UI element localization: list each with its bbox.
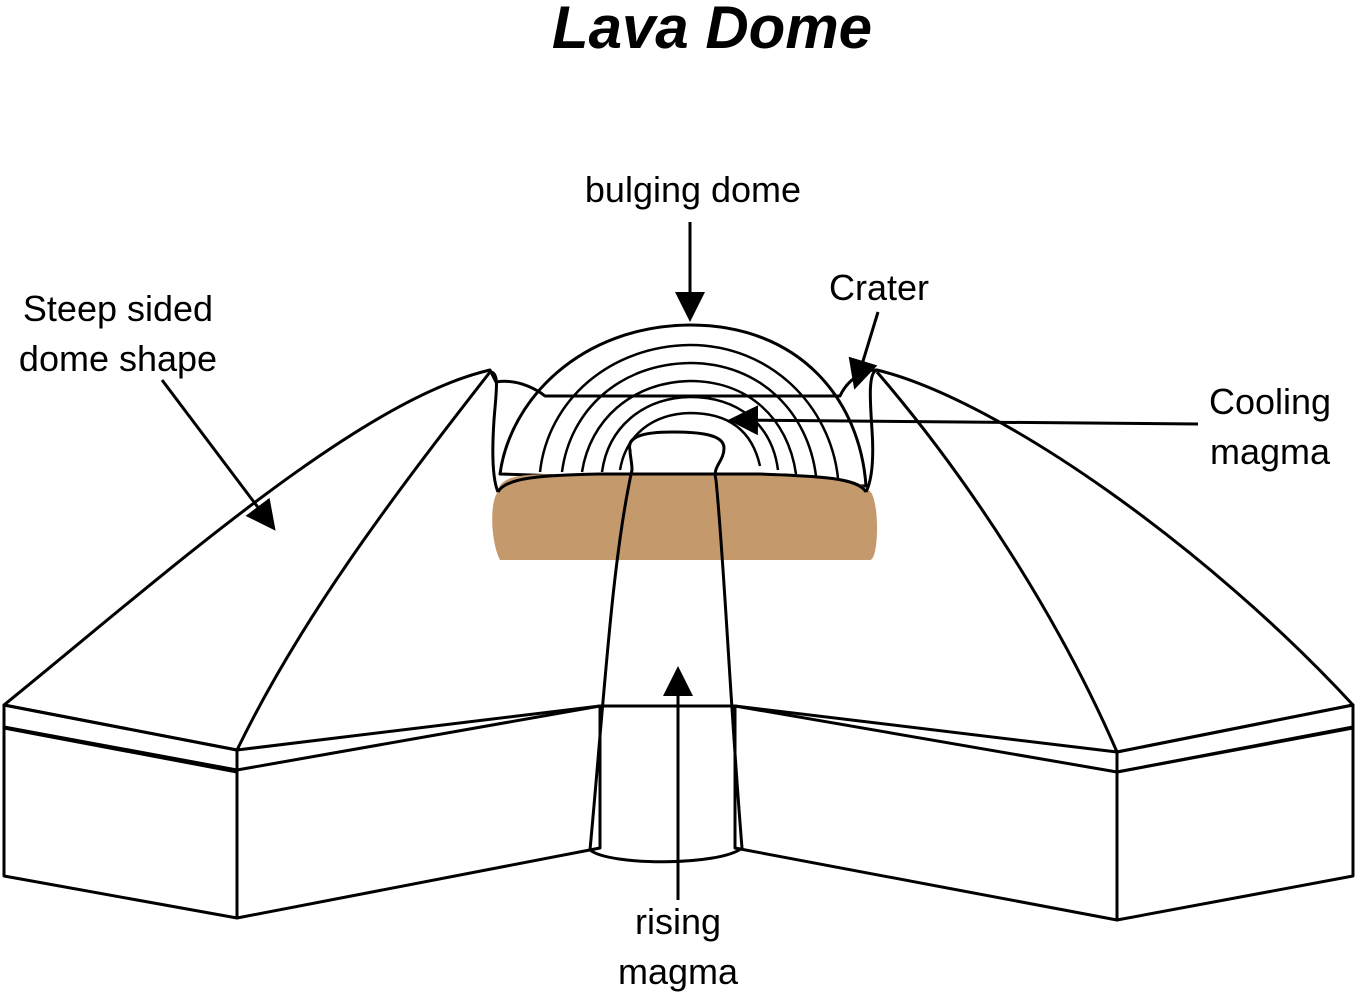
diagram-title: Lava Dome (552, 0, 872, 61)
soil-left-front-face (235, 704, 602, 920)
crater-rim-edge (496, 472, 868, 493)
cone-right-ridge (875, 371, 1119, 753)
cooling-magma-label-line2: magma (1210, 431, 1331, 472)
surface-layer-right (1115, 703, 1355, 774)
surface-layer-left (2, 703, 239, 774)
cooling-magma-label-line1: Cooling (1209, 381, 1331, 422)
steep-sided-label-line1: Steep sided (23, 288, 213, 329)
cooling-layers (538, 343, 840, 479)
annotation-arrows (160, 222, 1199, 900)
crater-left-wall (489, 370, 500, 493)
soil-right-front-face (733, 704, 1119, 922)
magma-column (588, 430, 744, 864)
steep-sided-label-line2: dome shape (19, 338, 217, 379)
bulging-dome-label: bulging dome (585, 169, 801, 210)
steep-sided-arrow (160, 379, 276, 531)
rising-magma-label-line2: magma (618, 951, 739, 992)
bulging-dome (489, 323, 878, 560)
crater-arrow (848, 311, 880, 390)
crater-label: Crater (829, 267, 929, 308)
crater-floor (492, 474, 878, 560)
soil-right-side-face (1115, 725, 1355, 922)
crater-right-wall (864, 368, 878, 493)
cooling-magma-arrow (728, 405, 1199, 436)
cone-left-ridge (235, 371, 492, 751)
soil-left-side-face (2, 725, 239, 920)
magma-conduit (588, 430, 744, 864)
rising-magma-label-line1: rising (635, 901, 721, 942)
